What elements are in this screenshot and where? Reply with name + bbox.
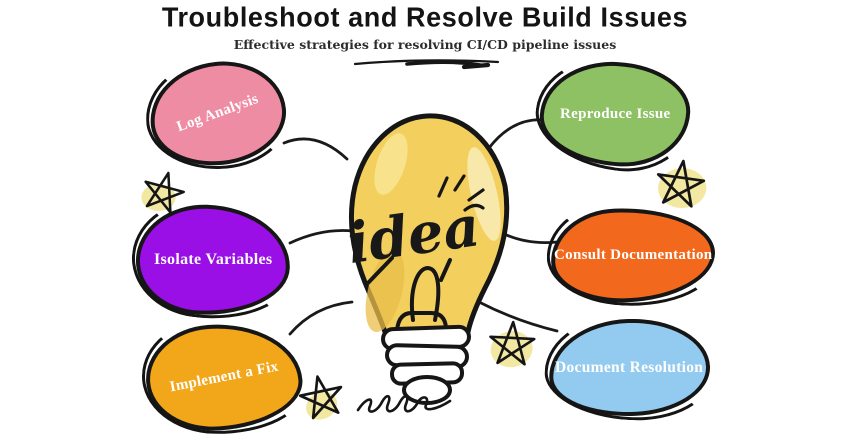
sparkle-dashes: [437, 174, 485, 212]
connector-implement-a-fix: [288, 300, 354, 336]
star-doodle-icon: [656, 159, 707, 209]
node-label: Reproduce Issue: [559, 105, 671, 122]
node-document-resolution: Document Resolution: [547, 316, 712, 419]
star-doodle-icon: [489, 320, 536, 368]
connector-isolate-variables: [288, 229, 355, 245]
connector-document-resolution: [477, 300, 559, 333]
page-title: Troubleshoot and Resolve Build Issues: [161, 1, 689, 33]
node-label: Document Resolution: [555, 358, 704, 376]
star-doodle-icon: [298, 375, 343, 420]
node-label: Consult Documentation: [553, 246, 713, 263]
node-label: Implement a Fix: [168, 358, 280, 395]
node-label: Log Analysis: [174, 90, 261, 136]
filament: [366, 256, 452, 332]
node-label: Isolate Variables: [153, 250, 273, 268]
star-doodle-icon: [141, 171, 185, 214]
divider-ink-stroke: [353, 59, 500, 70]
connector-log-analysis: [282, 137, 349, 161]
ink-scribble: [356, 394, 452, 413]
bulb-screw-base: [381, 324, 471, 405]
lightbulb-illustration: idea: [343, 113, 510, 413]
page-subtitle: Effective strategies for resolving CI/CD…: [233, 37, 617, 52]
